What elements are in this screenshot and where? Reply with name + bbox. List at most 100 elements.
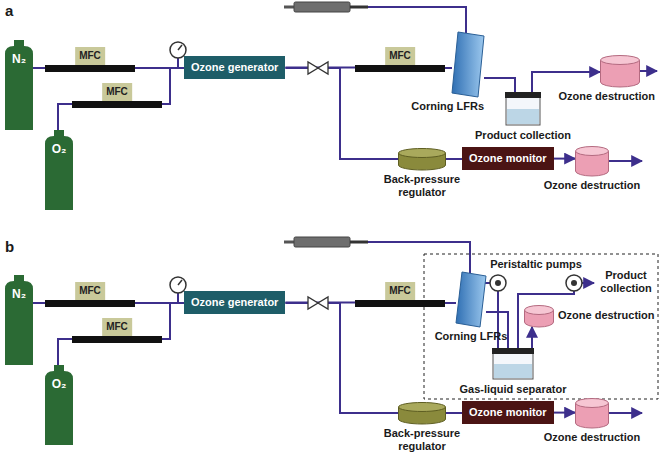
back-pressure-regulator: Back-pressure regulator [398, 402, 446, 424]
mass-flow-controller: MFC [72, 313, 162, 343]
syringe-pump [284, 241, 294, 244]
mass-flow-controller: MFC [355, 42, 445, 72]
valve-symbol [308, 297, 318, 309]
pipe-connector [162, 68, 184, 104]
pipe-connector [484, 78, 515, 92]
pressure-gauge [177, 293, 179, 303]
node-label: Ozone destruction [544, 431, 641, 444]
ozone-destructor: Ozone destruction [524, 305, 554, 327]
syringe-pump [284, 6, 294, 9]
gas-cylinder: N₂ [5, 275, 33, 365]
pipe-connector [285, 303, 398, 413]
node-label: Back-pressure regulator [377, 427, 467, 453]
node-label: Corning LFRs [435, 330, 508, 343]
peristaltic-pump [490, 275, 506, 291]
ozone-generator-box: Ozone generator [184, 56, 285, 79]
gas-liquid-separator: Gas-liquid separator [492, 348, 534, 380]
node-label: Back-pressure regulator [377, 173, 467, 199]
product-label: Product collection [596, 269, 656, 295]
beaker-shape [492, 348, 534, 380]
syringe-pump [294, 2, 350, 12]
node-label: MFC [75, 47, 105, 65]
pipe-connector [58, 339, 72, 365]
node-label: MFC [102, 318, 132, 336]
dashed-enclosure [424, 254, 658, 399]
flow-reactor: Corning LFRs [452, 32, 484, 97]
syringe-pump [350, 241, 368, 244]
syringe-pump [294, 237, 350, 247]
collection-vessel: Product collection [505, 92, 541, 126]
exhaust-arrow [609, 412, 642, 414]
valve-symbol [308, 297, 328, 309]
pipe-connector [33, 302, 45, 304]
pump-label: Peristaltic pumps [490, 258, 582, 271]
node-label: Ozone monitor [469, 152, 547, 165]
node-label: N₂ [5, 52, 33, 66]
gas-cylinder: O₂ [45, 365, 73, 445]
valve-symbol [308, 62, 318, 74]
node-label: Product collection [475, 129, 571, 142]
beaker-shape [505, 92, 541, 126]
ozone-destructor: Ozone destruction [575, 398, 609, 428]
mass-flow-controller: MFC [72, 78, 162, 108]
node-label: O₂ [45, 142, 73, 156]
node-label: Ozone generator [191, 296, 278, 309]
pipe-connector [554, 412, 575, 414]
gas-cylinder: O₂ [45, 130, 73, 210]
pipe-connector [33, 67, 45, 69]
dest-shape [575, 146, 609, 176]
node-label: MFC [102, 83, 132, 101]
mass-flow-controller: MFC [45, 42, 135, 72]
pipe-connector [446, 158, 462, 160]
pipe-connector [446, 412, 462, 414]
dest-shape [575, 398, 609, 428]
peristaltic-pump [571, 280, 577, 286]
feed-line [368, 242, 470, 273]
pressure-gauge [178, 280, 182, 285]
exhaust-arrow [609, 160, 642, 162]
syringe-pump [284, 237, 368, 247]
syringe-pump [350, 6, 368, 9]
node-label: Ozone destruction [544, 179, 641, 192]
node-label: MFC [385, 47, 415, 65]
feed-line [368, 7, 466, 33]
syringe-pump [284, 2, 368, 12]
node-label: O₂ [45, 377, 73, 391]
bpr-shape [398, 148, 446, 170]
mass-flow-controller: MFC [45, 277, 135, 307]
ozone-monitor-box: Ozone monitor [462, 401, 554, 424]
back-pressure-regulator: Back-pressure regulator [398, 148, 446, 170]
node-label: Ozone destruction [558, 90, 655, 103]
node-label: MFC [385, 282, 415, 300]
panel-letter: b [5, 238, 14, 256]
ozone-generator-box: Ozone generator [184, 291, 285, 314]
valve-symbol [318, 297, 328, 309]
pipe-connector [531, 327, 533, 348]
ozone-destructor: Ozone destruction [575, 146, 609, 176]
node-label: N₂ [5, 287, 33, 301]
lfr-shape [456, 272, 486, 327]
pressure-gauge [178, 45, 182, 50]
ozone-monitor-box: Ozone monitor [462, 147, 554, 170]
dest-shape [600, 55, 640, 87]
pipe-connector [162, 303, 184, 339]
node-label: Gas-liquid separator [460, 383, 567, 396]
peristaltic-pump [495, 280, 501, 286]
valve-symbol [318, 62, 328, 74]
pipe-connector [532, 72, 600, 92]
dest-shape [524, 305, 554, 327]
flow-reactor: Corning LFRs [456, 272, 486, 327]
node-label: Ozone generator [191, 61, 278, 74]
bpr-shape [398, 402, 446, 424]
node-label: MFC [75, 282, 105, 300]
mass-flow-controller: MFC [355, 277, 445, 307]
gas-cylinder: N₂ [5, 40, 33, 130]
pipe-connector [445, 302, 456, 304]
pipe-connector [554, 158, 575, 160]
ozone-destructor: Ozone destruction [600, 55, 640, 87]
node-label: Ozone monitor [469, 406, 547, 419]
lfr-shape [452, 32, 484, 97]
peristaltic-pump [566, 275, 582, 291]
exhaust-arrow [640, 70, 657, 72]
peristaltic-pump [490, 275, 506, 291]
